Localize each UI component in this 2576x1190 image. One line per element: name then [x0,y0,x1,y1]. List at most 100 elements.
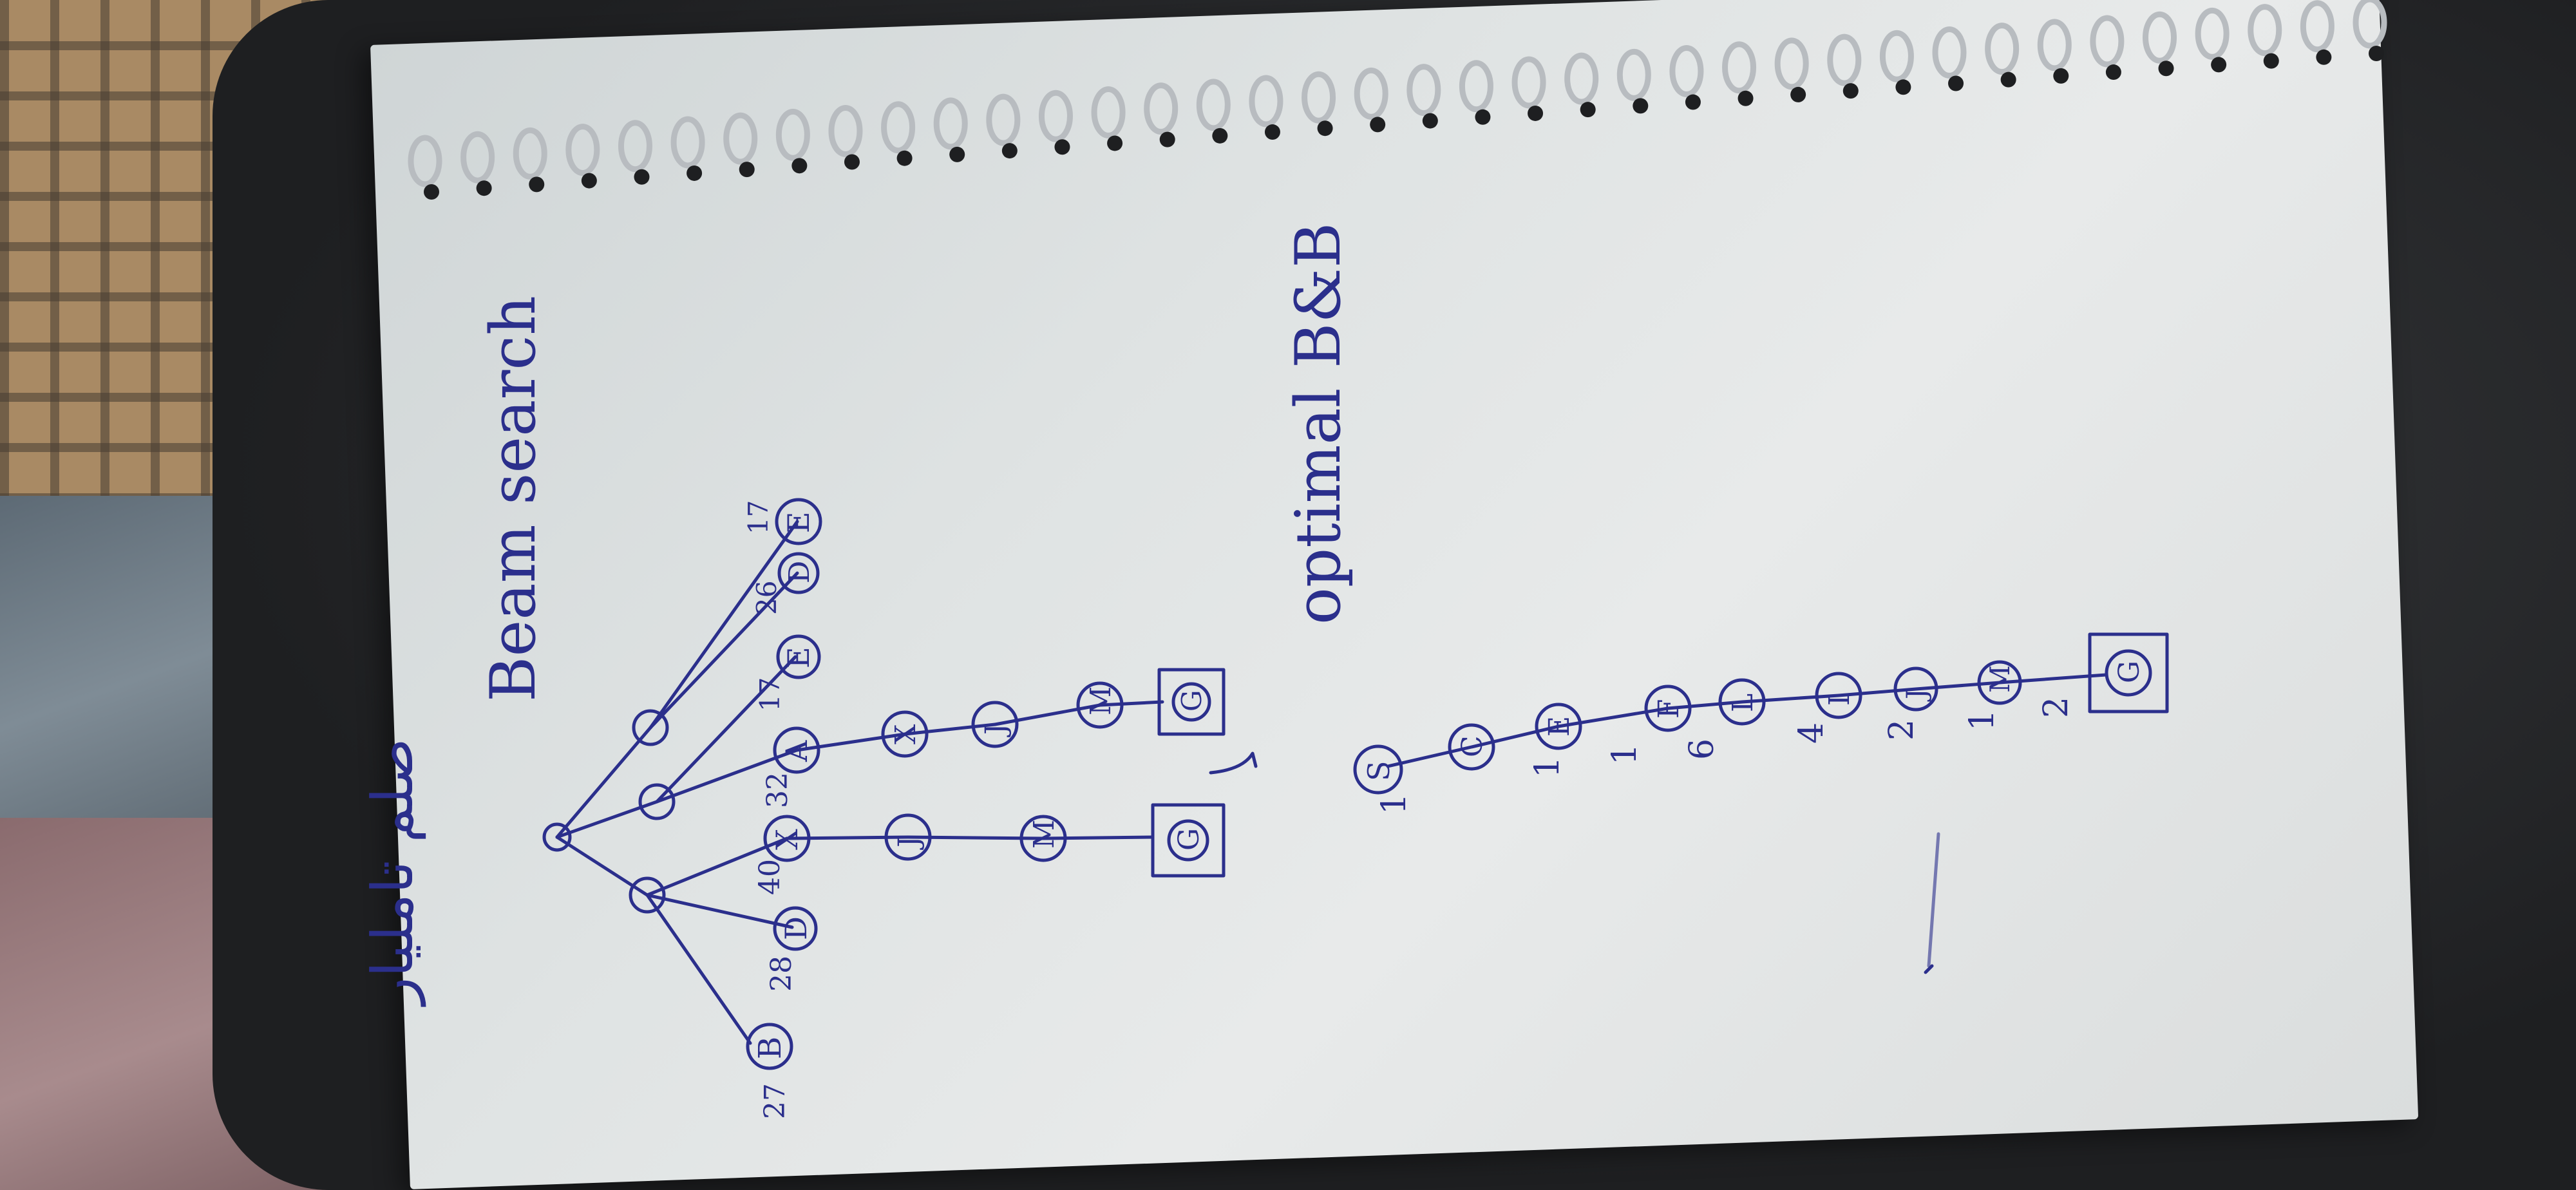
binding-ring [828,105,863,158]
path-left-j-label: J [893,836,925,850]
node-a-level1 [629,876,666,914]
binding-ring [1985,23,2020,75]
binding-ring [1249,75,1283,128]
binding-hole [791,158,808,174]
binding-ring [2090,15,2125,68]
binding-ring [1038,90,1073,142]
leaf-b-label: B [752,1037,788,1059]
binding-ring [1827,33,1862,86]
binding-hole [529,176,545,193]
binding-hole [1475,109,1491,125]
binding-hole [739,162,755,178]
binding-hole [1633,98,1649,114]
binding-ring [1511,56,1546,109]
beam-tree-edges [555,520,1164,1045]
chain-node-f-label: F [1653,699,1685,719]
chain-cost-2: 1 [1528,757,1567,778]
binding-hole [1580,102,1596,118]
leaf-d-right-label: D [783,561,816,583]
binding-ring [2248,4,2282,57]
binding-ring [775,108,810,161]
path-right-m-label: M [1084,686,1117,715]
binding-hole [1528,105,1544,121]
binding-ring [1564,52,1599,105]
path-right-node-x [881,710,929,758]
binding-hole [476,180,492,196]
binding-ring [1302,71,1336,124]
binding-hole [2105,64,2121,80]
leaf-b [746,1023,793,1070]
leaf-d-left-cost: 28 [765,956,798,992]
chain-node-f [1644,685,1692,732]
binding-hole [1317,120,1333,137]
check-mark [1209,751,1258,775]
binding-hole [844,154,860,170]
binding-ring [881,101,916,154]
binding-hole [2211,57,2227,73]
chain-node-m-label: M [1984,665,2016,693]
binding-hole [1264,124,1280,140]
binding-hole [634,169,650,185]
path-left-goal-circle [1167,819,1209,862]
binding-ring [1406,64,1441,117]
leaf-e-mid-label: E [781,647,816,668]
binding-hole [2000,71,2016,88]
binding-ring [723,112,758,165]
binding-hole [1895,79,1911,95]
chain-node-l [1718,678,1766,726]
spiral-binding [408,0,2387,200]
binding-hole [1370,117,1386,133]
chain-node-m [1977,660,2022,705]
binding-ring [1091,86,1126,138]
binding-ring [618,120,652,173]
path-left-g-label: G [1173,828,1206,851]
binding-ring [1669,45,1704,98]
leaf-e-mid [776,634,821,679]
chain-node-j [1893,666,1938,712]
optimal-bnb-heading: optimal B&B [1282,222,1354,625]
chain-node-i [1815,672,1862,719]
binding-hole [2053,68,2069,84]
path-right-goal-circle [1171,682,1211,722]
binding-hole [1422,113,1438,129]
binding-hole [1790,86,1806,102]
binding-ring [986,93,1021,146]
binding-hole [1685,94,1701,110]
leaf-a-right-label: A [779,740,814,762]
binding-ring [1879,30,1914,82]
chain-goal-circle [2105,649,2152,697]
path-right-goal-box [1157,668,1226,736]
binding-ring [2300,0,2334,53]
leaf-b-cost: 27 [759,1083,791,1119]
beam-search-heading: Beam search [477,296,549,702]
binding-ring [1722,41,1757,94]
binding-hole [1159,131,1175,147]
persian-heading: صلم تاملیار [359,738,426,1007]
chain-node-e [1535,703,1582,750]
binding-ring [1616,48,1651,101]
binding-hole [896,150,913,166]
binding-ring [460,131,495,184]
chain-goal-box [2088,632,2169,713]
binding-hole [2316,49,2332,65]
binding-ring [2353,0,2387,49]
chain-cost-3: 1 [1605,744,1644,765]
binding-hole [1054,139,1070,155]
chain-node-j-label: J [1900,688,1932,702]
chain-cost-8: 2 [2037,697,2076,718]
binding-ring [513,127,547,180]
root-node-s [542,822,572,852]
leaf-e-top-label: E [781,511,816,533]
stray-mark [1924,964,1934,974]
binding-ring [1774,37,1809,90]
beam-tree-nodes: B 27 D 28 X 40 A 32 E 17 D 26 E 17 J M [542,498,1258,1119]
chain-node-e-label: E [1543,716,1576,737]
binding-hole [424,184,439,200]
binding-ring [2195,7,2230,60]
path-right-j-label: J [980,723,1012,737]
leaf-x-left [763,815,811,862]
binding-ring [1144,82,1179,135]
node-b-level1 [638,783,676,820]
